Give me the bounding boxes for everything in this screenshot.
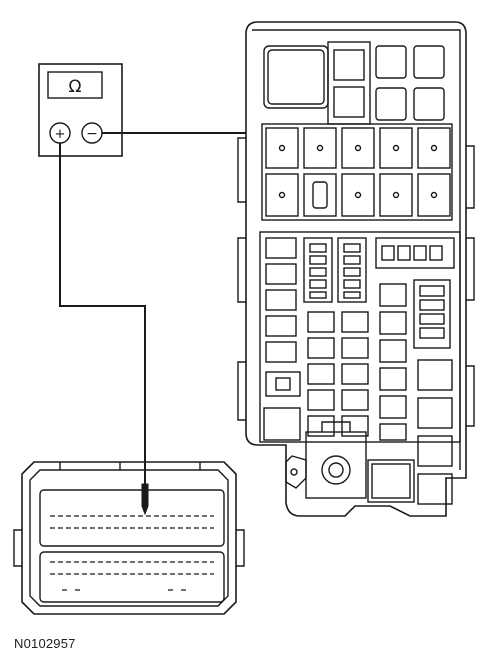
fuse-strip-1 bbox=[303, 237, 333, 303]
relay-small-2 bbox=[413, 45, 445, 79]
left-clip-1 bbox=[237, 137, 246, 203]
fuse-strip-3 bbox=[375, 237, 455, 269]
left-clip-2 bbox=[237, 237, 246, 303]
fuse-box-bottom bbox=[285, 421, 415, 503]
right-clip-1 bbox=[466, 145, 475, 209]
bottom-relay bbox=[371, 463, 411, 499]
maxi-fuse-block bbox=[261, 123, 453, 221]
relay-small-4 bbox=[413, 87, 445, 121]
svg-text:−: − bbox=[86, 126, 98, 142]
maxi-fuse-grid bbox=[265, 127, 451, 217]
fuse-strip-2 bbox=[337, 237, 367, 303]
svg-text:+: + bbox=[55, 127, 66, 142]
connector-housing bbox=[21, 461, 237, 615]
relay-small-1 bbox=[375, 45, 407, 79]
multimeter: Ω + − bbox=[38, 63, 123, 157]
mini-fuse-section bbox=[259, 231, 461, 505]
diode-socket bbox=[265, 371, 301, 397]
ohm-symbol: Ω bbox=[69, 77, 82, 97]
positive-lead bbox=[59, 143, 146, 484]
figure-id: N0102957 bbox=[14, 636, 76, 651]
relay-small-3 bbox=[375, 87, 407, 121]
fuse-strip-4 bbox=[413, 279, 451, 349]
module-connector bbox=[13, 461, 245, 615]
meter-display bbox=[47, 71, 103, 99]
right-clip-3 bbox=[466, 365, 475, 427]
left-clip-3 bbox=[237, 361, 246, 421]
cable-clip bbox=[285, 455, 307, 489]
right-clip-2 bbox=[466, 237, 475, 301]
connector-pins bbox=[50, 515, 214, 591]
relay-large bbox=[267, 49, 325, 105]
fuse-box-housing bbox=[245, 21, 467, 517]
fuse-under-test[interactable] bbox=[303, 173, 337, 217]
positive-probe-tip bbox=[141, 483, 149, 516]
